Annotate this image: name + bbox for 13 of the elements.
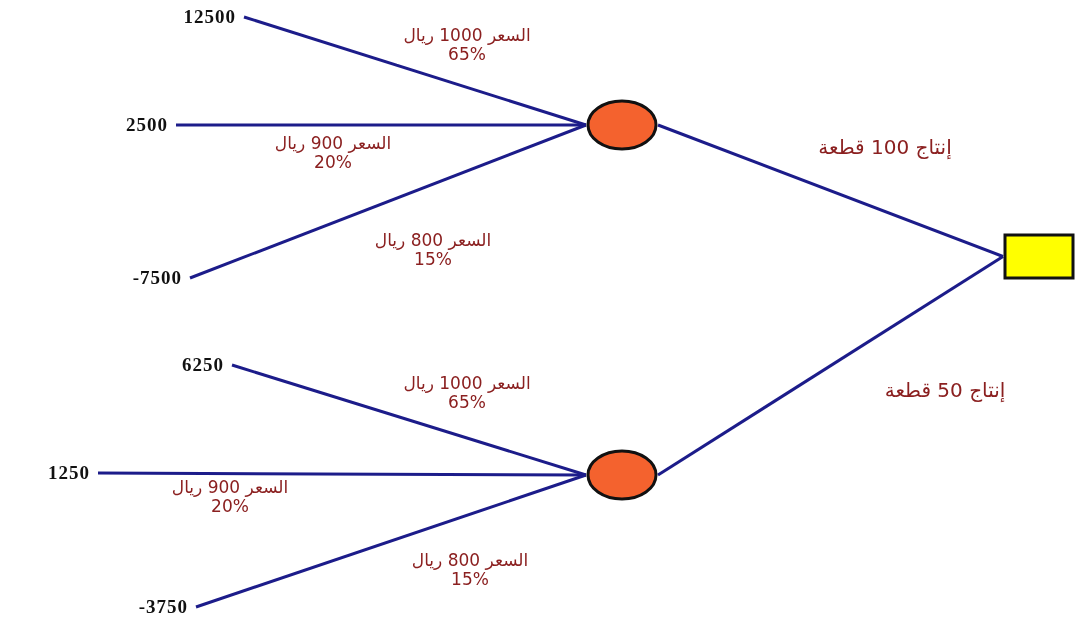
tree-branch-line	[98, 471, 586, 477]
payoff-value: 2500	[125, 114, 168, 136]
payoff-value: 6250	[181, 354, 224, 376]
payoff-value: 1250	[47, 462, 90, 484]
tree-branch-line	[657, 255, 1004, 477]
tree-branch-line	[176, 123, 586, 127]
tree-branch-line	[657, 123, 1004, 258]
tree-branch-line	[243, 15, 587, 127]
payoff-value: 12500	[182, 6, 236, 28]
tree-branch-line	[189, 123, 587, 280]
tree-branch-line	[195, 473, 587, 609]
payoff-value: -7500	[131, 267, 182, 289]
payoff-value: -3750	[137, 596, 188, 618]
